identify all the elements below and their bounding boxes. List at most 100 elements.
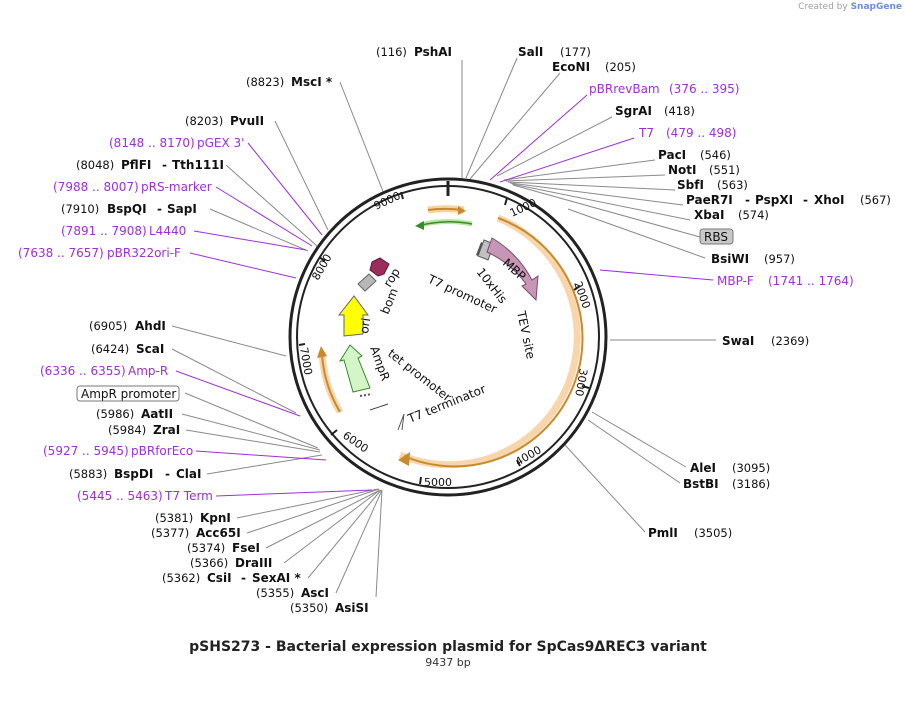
site-ahdi-name: AhdI bbox=[135, 319, 166, 333]
site-pvuii-pos: (8203) bbox=[185, 114, 223, 128]
snapgene-credit: Created by SnapGene bbox=[798, 2, 902, 12]
site-sapi-name: SapI bbox=[167, 202, 197, 216]
top-green-arrowhead bbox=[415, 221, 424, 230]
site-paer7i-dash2: - bbox=[803, 193, 808, 207]
site-t7term-name: T7 Term bbox=[164, 489, 213, 503]
site-aatii-name: AatII bbox=[141, 407, 173, 421]
site-pbrforeco-name: pBRforEco bbox=[131, 444, 193, 458]
site-zrai-pos: (5984) bbox=[108, 423, 146, 437]
site-bstbi-name: BstBI bbox=[683, 477, 719, 491]
site-paer7i-name: PaeR7I bbox=[686, 193, 733, 207]
tick-marks bbox=[298, 191, 590, 485]
plasmid-title: pSHS273 - Bacterial expression plasmid f… bbox=[189, 639, 707, 655]
site-swai-name: SwaI bbox=[722, 334, 754, 348]
site-scai-name: ScaI bbox=[136, 342, 164, 356]
site-draiii-name: DraIII bbox=[235, 556, 272, 570]
site-pflfi-dash: - bbox=[162, 158, 167, 172]
site-bspdi-dash: - bbox=[165, 467, 170, 481]
site-paer7i-dash1: - bbox=[745, 193, 750, 207]
site-sbfi-pos: (563) bbox=[717, 178, 748, 192]
site-kpni-name: KpnI bbox=[200, 511, 231, 525]
site-pgex3-name: pGEX 3' bbox=[197, 136, 244, 150]
site-zrai-name: ZraI bbox=[153, 423, 180, 437]
backbone-outer bbox=[288, 177, 608, 497]
site-alei-name: AleI bbox=[690, 461, 716, 475]
site-pflfi-name: PflFI bbox=[121, 158, 151, 172]
ampr-arc-arrowhead bbox=[317, 346, 327, 358]
site-bspqi-pos: (7910) bbox=[61, 202, 99, 216]
site-msci-pos: (8823) bbox=[246, 75, 284, 89]
plasmid-length: 9437 bp bbox=[425, 656, 471, 669]
site-pspxi-name: PspXI bbox=[755, 193, 793, 207]
snapgene-logo: SnapGene bbox=[850, 2, 902, 12]
site-asisi-pos: (5350) bbox=[290, 601, 328, 615]
site-noti-name: NotI bbox=[668, 163, 697, 177]
site-prsmarker-name: pRS-marker bbox=[141, 180, 212, 194]
site-sali-name: SalI bbox=[518, 45, 543, 59]
site-econi-name: EcoNI bbox=[552, 60, 590, 74]
ampr-label: AmpR bbox=[367, 344, 392, 382]
site-mbpf-name: MBP-F bbox=[717, 274, 754, 288]
site-draiii-pos: (5366) bbox=[190, 556, 228, 570]
site-ahdi-pos: (6905) bbox=[89, 319, 127, 333]
tev-site-label: TEV site bbox=[514, 309, 538, 360]
ampr-promoter-label: AmpR promoter bbox=[81, 387, 176, 401]
leader-lines bbox=[171, 57, 716, 598]
top-orange-arc bbox=[427, 207, 463, 211]
tick-label-6000: 6000 bbox=[340, 429, 370, 456]
site-pshai-pos: (116) bbox=[376, 45, 407, 59]
site-t7-name: T7 bbox=[638, 126, 654, 140]
ampr-promoter-box bbox=[76, 385, 180, 402]
ampr-highlight bbox=[318, 351, 344, 414]
site-t7term-pos: (5445 .. 5463) bbox=[77, 489, 163, 503]
site-pbr322ori-name: pBR322ori-F bbox=[107, 246, 181, 260]
ampr-promoter-marker bbox=[359, 393, 373, 397]
main-cds-highlight bbox=[398, 214, 581, 469]
site-t7-pos: (479 .. 498) bbox=[666, 126, 736, 140]
site-pgex3-pos: (8148 .. 8170) bbox=[109, 136, 195, 150]
site-scai-pos: (6424) bbox=[91, 342, 129, 356]
site-sgrai-pos: (418) bbox=[664, 104, 695, 118]
site-fsei-name: FseI bbox=[232, 541, 260, 555]
site-sali-pos: (177) bbox=[560, 45, 591, 59]
site-xbai-name: XbaI bbox=[694, 208, 724, 222]
tet-promoter-marker bbox=[369, 403, 389, 411]
ori-label: ori bbox=[357, 317, 373, 334]
site-xbai-pos: (574) bbox=[738, 208, 769, 222]
site-pmli-pos: (3505) bbox=[694, 526, 732, 540]
site-noti-pos: (551) bbox=[709, 163, 740, 177]
site-swai-pos: (2369) bbox=[771, 334, 809, 348]
site-ampr-primer-name: Amp-R bbox=[128, 364, 168, 378]
site-xhoi-name: XhoI bbox=[814, 193, 845, 207]
site-paer7i-pos: (567) bbox=[860, 193, 891, 207]
bom-feature bbox=[357, 273, 377, 292]
site-paci-name: PacI bbox=[658, 148, 686, 162]
site-bspdi-pos: (5883) bbox=[69, 467, 107, 481]
site-pbr322ori-pos: (7638 .. 7657) bbox=[18, 246, 104, 260]
site-msci-name: MscI * bbox=[291, 75, 333, 89]
site-acc65i-name: Acc65I bbox=[196, 526, 241, 540]
rop-feature bbox=[369, 257, 390, 277]
backbone-inner bbox=[296, 185, 600, 489]
site-csii-name: CsiI bbox=[207, 571, 232, 585]
site-fsei-pos: (5374) bbox=[187, 541, 225, 555]
site-ampr-primer-pos: (6336 .. 6355) bbox=[40, 364, 126, 378]
site-pflfi-pos: (8048) bbox=[76, 158, 114, 172]
site-bsiwi-pos: (957) bbox=[764, 252, 795, 266]
site-bspqi-name: BspQI bbox=[107, 202, 147, 216]
site-pbrrevbam-pos: (376 .. 395) bbox=[669, 82, 739, 96]
site-bspqi-dash: - bbox=[157, 202, 162, 216]
site-pbrforeco-pos: (5927 .. 5945) bbox=[43, 444, 129, 458]
site-mbpf-pos: (1741 .. 1764) bbox=[768, 274, 854, 288]
rbs-marker bbox=[476, 242, 483, 256]
tick-label-7000: 7000 bbox=[297, 346, 315, 376]
top-green-arc bbox=[421, 221, 473, 226]
rbs-box bbox=[699, 228, 734, 245]
site-sbfi-name: SbfI bbox=[677, 178, 704, 192]
primer-leader-lines bbox=[175, 94, 714, 497]
credit-prefix: Created by bbox=[798, 2, 848, 12]
site-sexai-name: SexAI * bbox=[252, 571, 301, 585]
site-pshai-name: PshAI bbox=[414, 45, 452, 59]
site-econi-pos: (205) bbox=[605, 60, 636, 74]
mbp-feature bbox=[486, 237, 539, 302]
